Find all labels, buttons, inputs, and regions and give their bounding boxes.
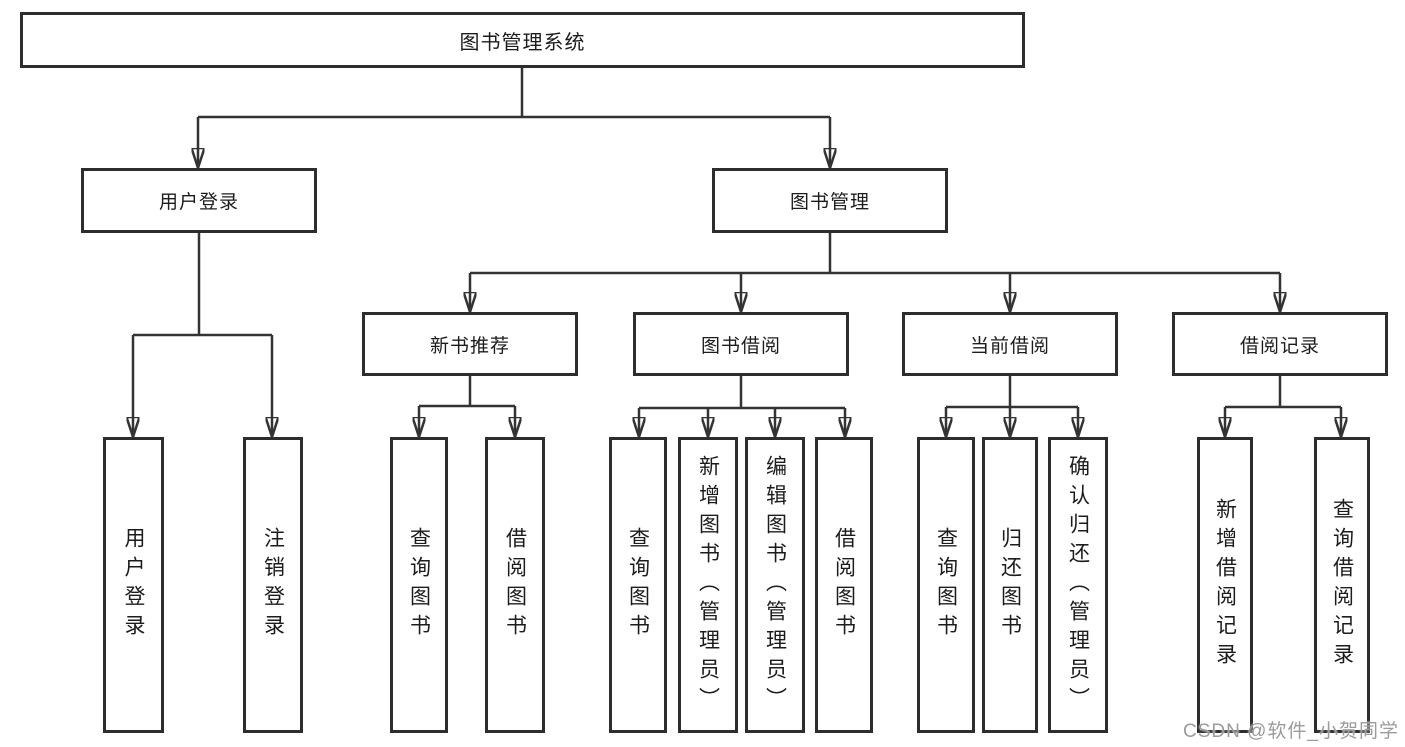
- node-new-book-rec: 新书推荐: [362, 312, 578, 376]
- node-leaf-cb-return-books: 归还图书: [982, 437, 1038, 733]
- connector-new-book-rec-trunk: [419, 376, 515, 408]
- node-leaf-br-add-record: 新增借阅记录: [1197, 437, 1253, 733]
- watermark: CSDN @软件_小贺同学: [1183, 721, 1399, 742]
- node-leaf-bb-query-books-label: 查询图书: [626, 527, 650, 643]
- node-leaf-bb-borrow-books: 借阅图书: [815, 437, 873, 733]
- node-book-mgmt-label: 图书管理: [789, 192, 870, 213]
- node-root: 图书管理系统: [20, 12, 1025, 68]
- node-leaf-bb-query-books: 查询图书: [609, 437, 667, 733]
- node-current-borrow: 当前借阅: [902, 312, 1118, 376]
- node-leaf-bb-add-books-admin: 新增图书（管理员）: [678, 437, 738, 733]
- node-current-borrow-label: 当前借阅: [969, 335, 1050, 357]
- node-leaf-nbr-query-books-label: 查询图书: [407, 527, 431, 643]
- connector-root-trunk: [198, 68, 830, 119]
- node-book-mgmt: 图书管理: [712, 168, 948, 233]
- node-user-login: 用户登录: [81, 168, 317, 233]
- node-leaf-user-login-label: 用户登录: [122, 527, 145, 643]
- node-leaf-cb-confirm-return-admin: 确认归还（管理员）: [1048, 437, 1108, 733]
- node-leaf-cb-return-books-label: 归还图书: [998, 527, 1022, 643]
- node-leaf-user-login: 用户登录: [103, 437, 164, 733]
- node-leaf-logout: 注销登录: [243, 437, 303, 733]
- node-user-login-label: 用户登录: [158, 192, 239, 213]
- connector-book-borrow-trunk: [639, 376, 845, 410]
- node-leaf-br-query-record-label: 查询借阅记录: [1330, 498, 1354, 672]
- node-book-borrow-label: 图书借阅: [700, 335, 781, 357]
- node-borrow-records-label: 借阅记录: [1239, 335, 1320, 357]
- node-borrow-records: 借阅记录: [1172, 312, 1388, 376]
- node-leaf-nbr-borrow-books-label: 借阅图书: [503, 527, 527, 643]
- node-new-book-rec-label: 新书推荐: [429, 335, 510, 357]
- node-leaf-br-add-record-label: 新增借阅记录: [1213, 498, 1237, 672]
- connector-user-login-trunk: [133, 233, 272, 337]
- node-leaf-logout-label: 注销登录: [261, 527, 285, 643]
- node-root-label: 图书管理系统: [459, 31, 586, 54]
- node-leaf-nbr-query-books: 查询图书: [390, 437, 448, 733]
- node-leaf-bb-add-books-admin-label: 新增图书（管理员）: [696, 454, 720, 716]
- node-leaf-bb-edit-books-admin-label: 编辑图书（管理员）: [763, 454, 787, 716]
- connector-current-borrow-trunk: [946, 376, 1078, 409]
- node-leaf-bb-edit-books-admin: 编辑图书（管理员）: [745, 437, 805, 733]
- node-leaf-nbr-borrow-books: 借阅图书: [485, 437, 545, 733]
- node-leaf-br-query-record: 查询借阅记录: [1314, 437, 1370, 733]
- connector-book-mgmt-trunk: [470, 233, 1280, 275]
- node-book-borrow: 图书借阅: [633, 312, 849, 376]
- node-leaf-cb-query-books: 查询图书: [917, 437, 975, 733]
- connector-borrow-records-trunk: [1225, 376, 1341, 409]
- node-leaf-cb-confirm-return-admin-label: 确认归还（管理员）: [1066, 454, 1090, 716]
- node-leaf-cb-query-books-label: 查询图书: [934, 527, 958, 643]
- node-leaf-bb-borrow-books-label: 借阅图书: [832, 527, 856, 643]
